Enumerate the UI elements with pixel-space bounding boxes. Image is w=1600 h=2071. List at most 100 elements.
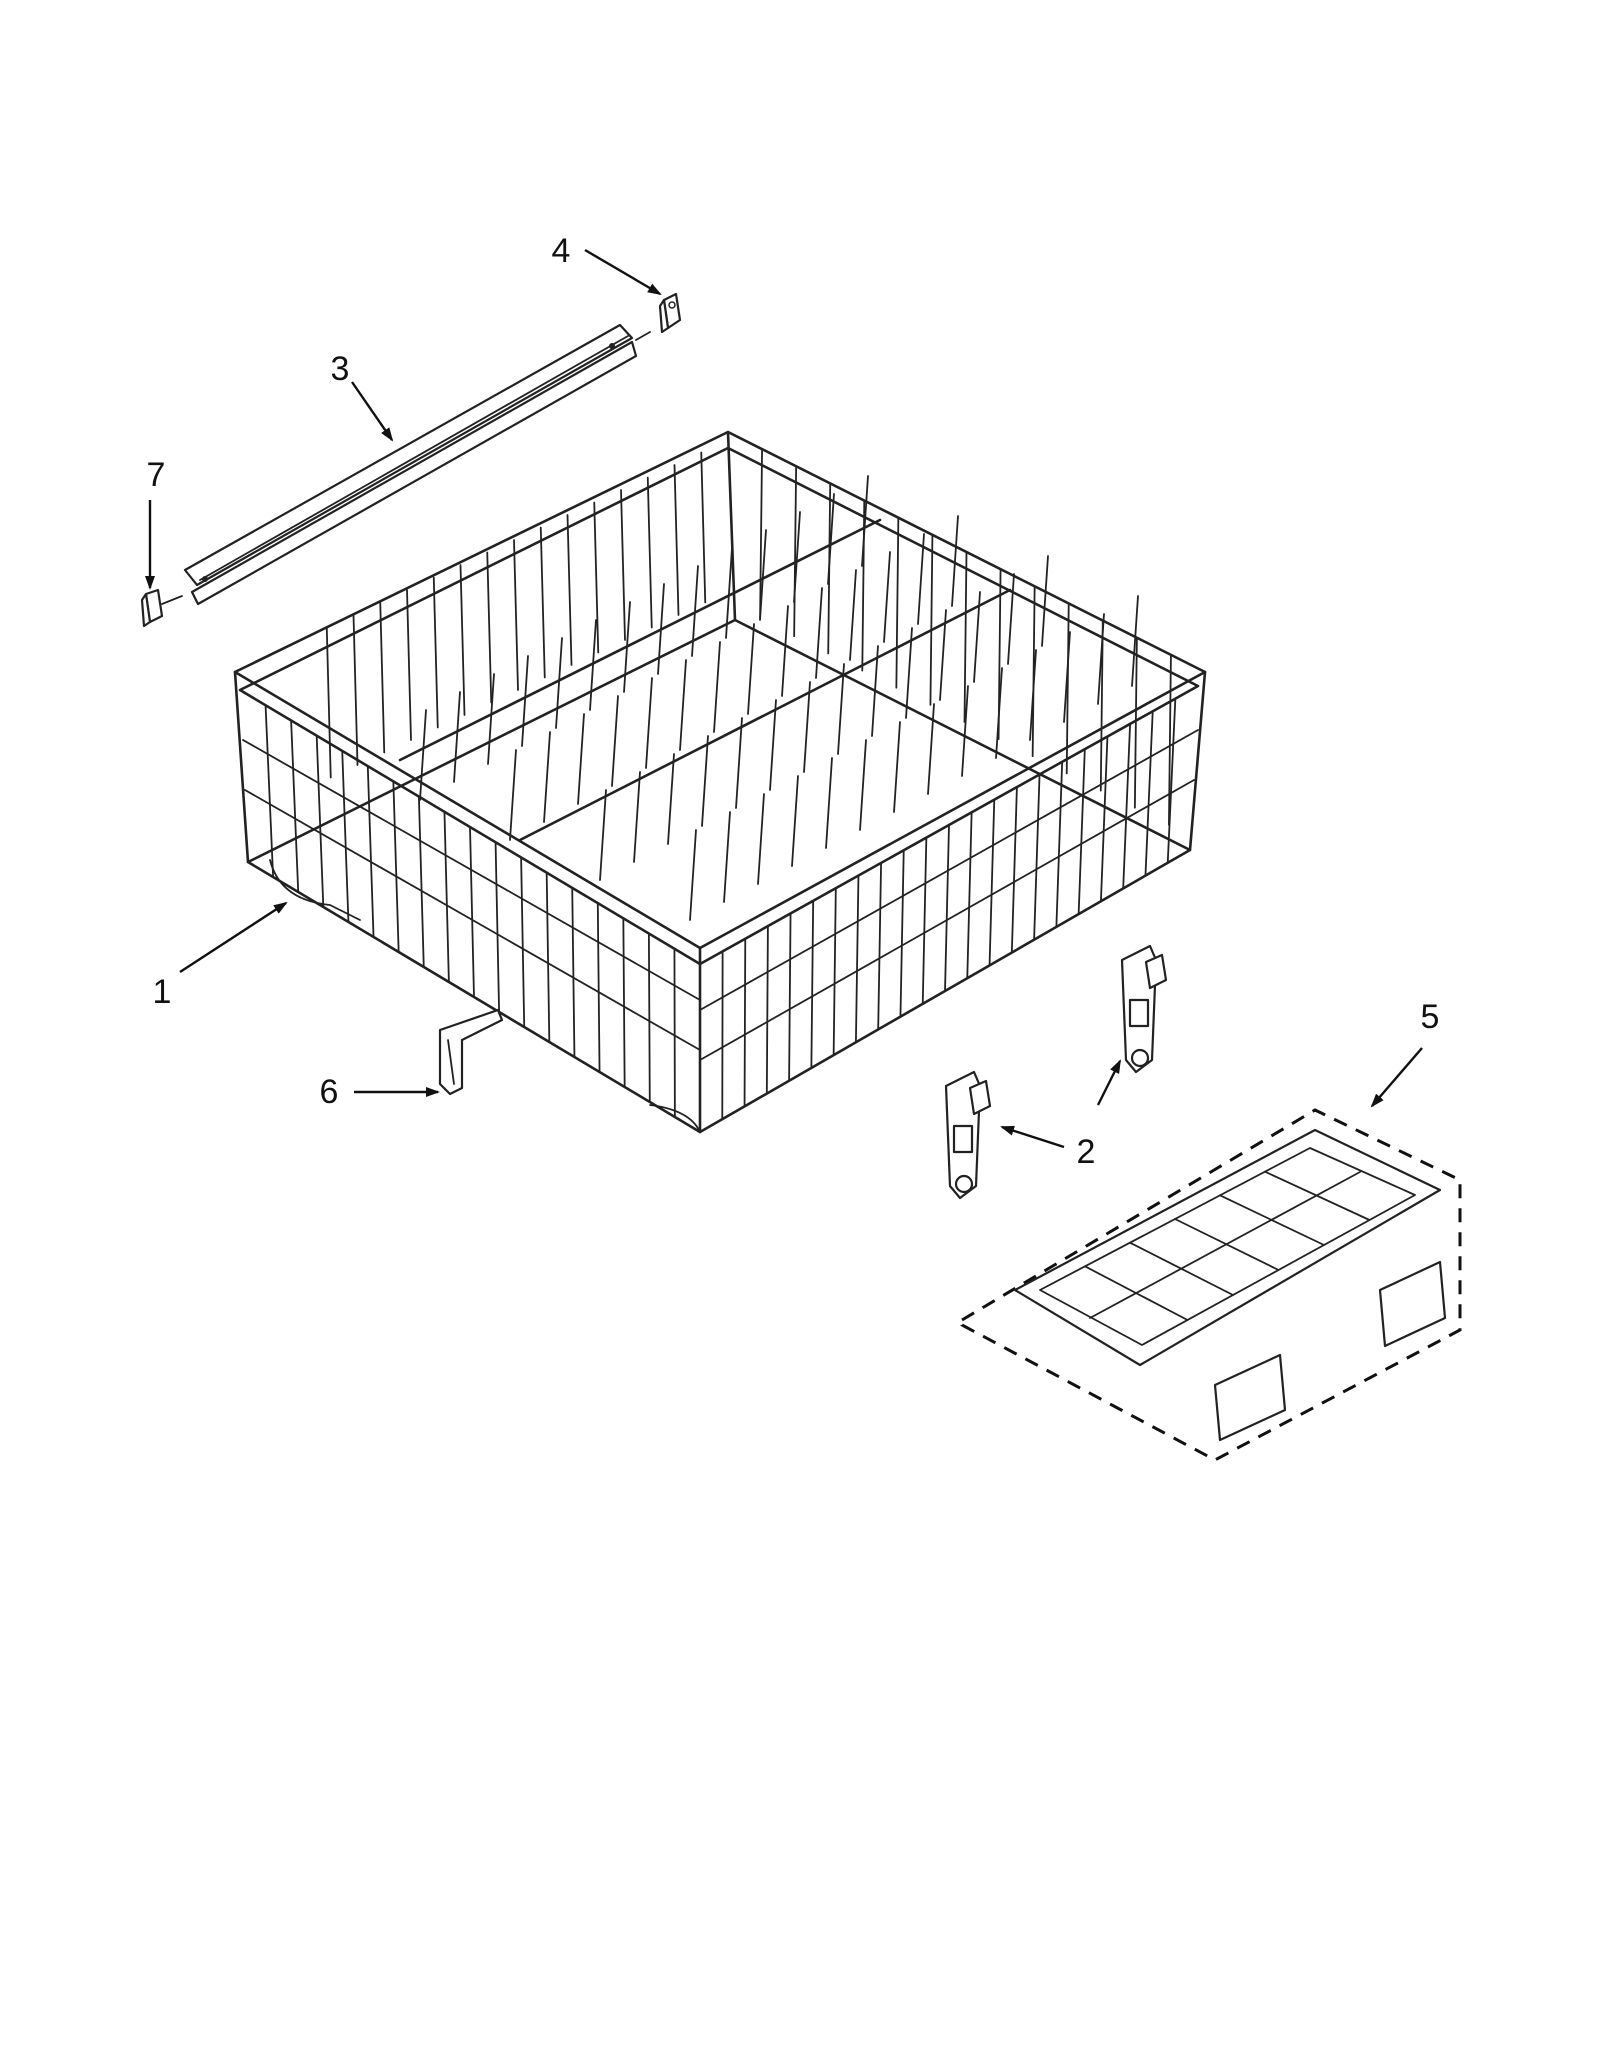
rack-wire [379, 601, 386, 754]
rack-wire [520, 856, 526, 1028]
rack-wire [622, 917, 626, 1088]
rack-wire [921, 836, 928, 1005]
rack-wire [837, 663, 845, 755]
rack-wire [735, 717, 743, 809]
rack-wire [673, 464, 680, 616]
rack-wire [859, 739, 867, 831]
rack-wire [1097, 613, 1105, 705]
rack-wire [929, 533, 934, 706]
rack-wire [883, 551, 891, 643]
rack-wire [406, 589, 412, 741]
rack-wire [392, 780, 400, 953]
rack-wire [861, 475, 869, 567]
rack-wire [1033, 773, 1041, 941]
callout-2: 2 [1076, 1133, 1096, 1171]
rack-wire [513, 539, 519, 691]
rack-wire [645, 677, 653, 769]
rack-wire [825, 757, 833, 849]
upper-dishrack-part [233, 430, 1207, 1134]
rail-clip-part [658, 292, 682, 334]
rack-wire [1063, 631, 1071, 723]
rack-wire [793, 511, 801, 603]
rack-wire [539, 526, 546, 679]
rack-wire [459, 564, 466, 716]
rack-wire [855, 874, 860, 1044]
rack-wire [1007, 573, 1015, 665]
rack-wire [1122, 723, 1131, 890]
rack-wire [877, 862, 882, 1031]
rack-wire [1131, 595, 1139, 687]
rack-wire [487, 673, 495, 765]
rack-wire [571, 886, 576, 1058]
rack-wire [545, 871, 551, 1043]
rack-wire [486, 551, 493, 704]
rack-wire [417, 795, 425, 968]
rack-rail-part [183, 323, 651, 606]
rack-wire [453, 691, 461, 783]
rack-wire [961, 685, 969, 777]
rack-wire [566, 514, 573, 666]
shelf-ribs [1084, 1170, 1371, 1321]
rack-wire [1168, 653, 1172, 826]
rack-wire [1055, 760, 1064, 928]
rack-wire [443, 810, 450, 983]
rack-wire [593, 501, 600, 654]
rack-clip-part [438, 1008, 504, 1096]
rack-wire [788, 912, 792, 1082]
rack-wire [1029, 649, 1037, 741]
rack-wire [759, 448, 763, 621]
rack-wire [743, 937, 747, 1108]
rack-wire [1089, 1171, 1361, 1319]
rack-wire [966, 811, 973, 980]
rack-wire [769, 699, 777, 791]
rack-wire [927, 703, 935, 795]
rack-wire [1065, 602, 1070, 775]
rack-wire [315, 734, 325, 908]
rack-wire [1010, 786, 1018, 954]
rack-side-wires [721, 697, 1177, 1121]
rack-wire [759, 529, 767, 621]
rack-wire [725, 547, 733, 639]
rack-wire [599, 789, 607, 881]
rack-wire [1166, 697, 1177, 864]
rack-wire [723, 811, 731, 903]
rack-wire [832, 887, 837, 1056]
rack-wire [995, 667, 1003, 759]
rack-wire [757, 793, 765, 885]
rack-wire [781, 605, 789, 697]
rack-wire [803, 681, 811, 773]
rack-wire [1077, 748, 1086, 915]
rack-wire [264, 704, 275, 878]
rack-wire [509, 749, 517, 841]
leader-arrows [145, 248, 1423, 1149]
rack-wire [747, 623, 755, 715]
rack-wire [667, 753, 675, 845]
rack-wire [827, 493, 835, 585]
rack-wire [1100, 735, 1109, 903]
rack-wire [815, 587, 823, 679]
rack-wire [469, 826, 475, 998]
rail-end-cap-part [140, 588, 183, 628]
rack-wire [944, 824, 950, 992]
rack-wire [290, 719, 300, 893]
rack-wire [494, 841, 501, 1013]
callout-5: 5 [1420, 998, 1440, 1036]
rack-wire [871, 645, 879, 737]
rack-wire [988, 798, 996, 967]
callout-7: 7 [146, 456, 166, 494]
rack-wire [691, 565, 699, 657]
rack-wire [905, 627, 913, 719]
rack-wire [366, 765, 375, 938]
cup-shelf-kit-part [960, 1108, 1462, 1462]
rack-wire [647, 932, 651, 1103]
rack-wire [700, 451, 707, 604]
rack-wire [893, 721, 901, 813]
rack-wire [596, 902, 601, 1073]
callout-3: 3 [330, 350, 350, 388]
rack-wire [577, 713, 585, 805]
rack-adjuster-part-a [1120, 944, 1168, 1074]
rack-wire [951, 515, 959, 607]
rack-wire [1041, 555, 1049, 647]
rack-wire [432, 576, 439, 729]
